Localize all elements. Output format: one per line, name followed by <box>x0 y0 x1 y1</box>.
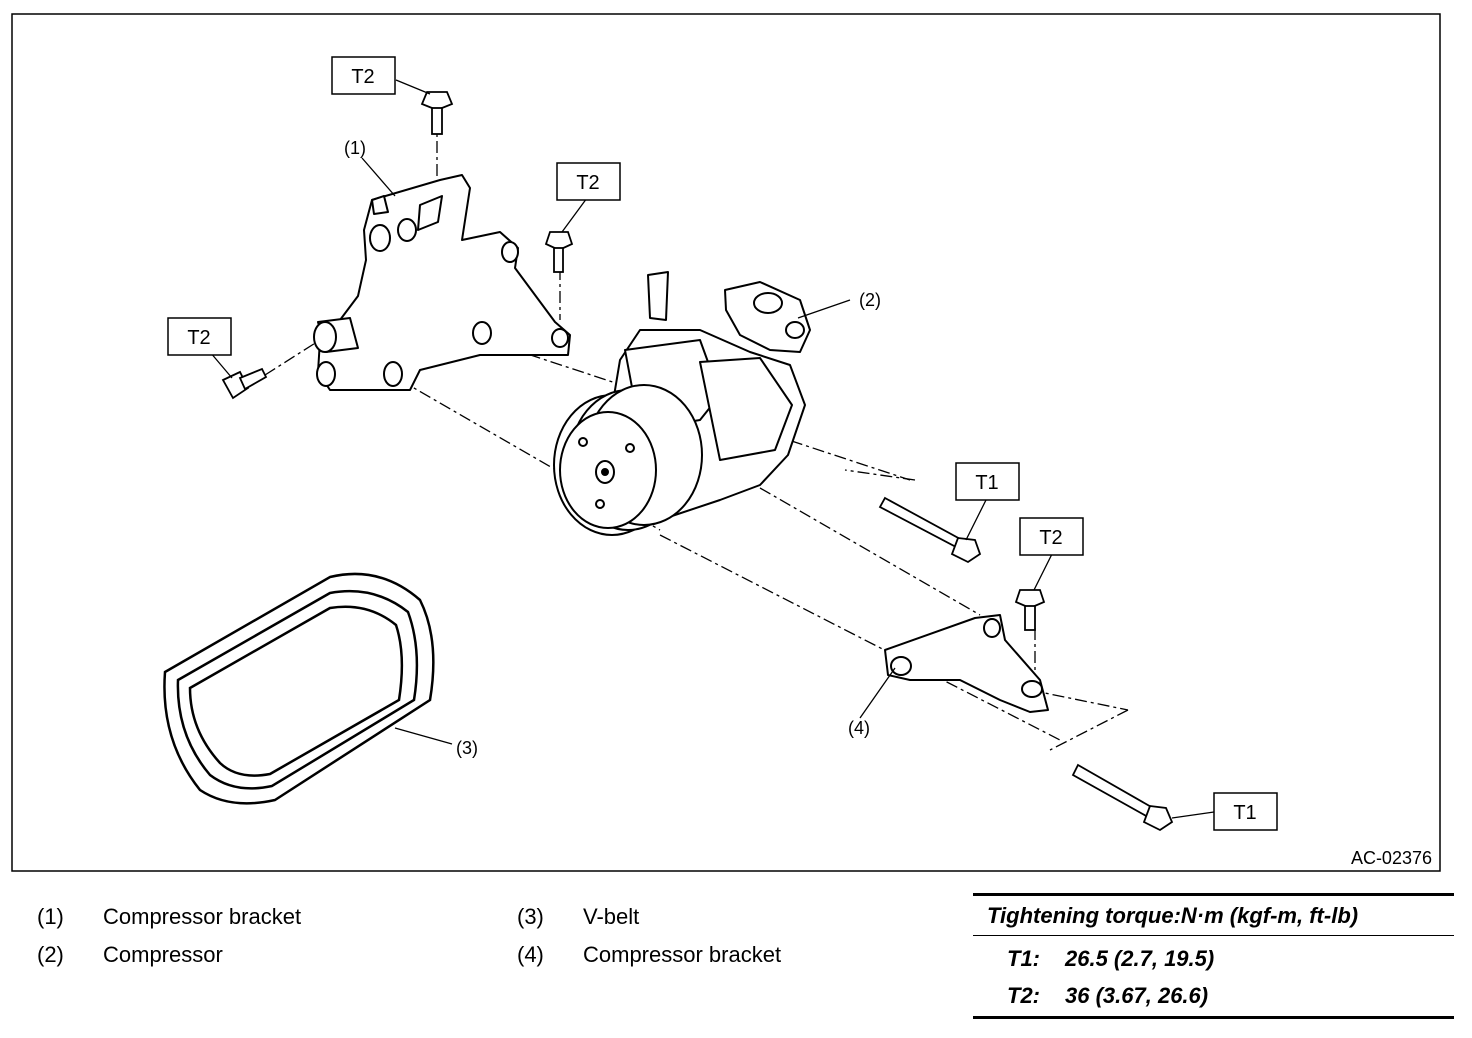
legend-right: (3) V-belt (4) Compressor bracket <box>517 898 781 974</box>
legend-label: V-belt <box>583 904 640 929</box>
legend-item: (1) Compressor bracket <box>37 898 301 936</box>
leader-lines <box>209 79 1215 819</box>
torque-row-t1: T1: 26.5 (2.7, 19.5) <box>973 936 1454 977</box>
legend-label: Compressor <box>103 942 223 967</box>
legend-item: (3) V-belt <box>517 898 781 936</box>
legend-label: Compressor bracket <box>583 942 782 967</box>
callout-1: (1) <box>344 138 366 158</box>
torque-value: 26.5 (2.7, 19.5) <box>1065 946 1215 971</box>
exploded-diagram: T2 T2 T2 T1 T2 T1 (1) (2) (3) (4) AC-023… <box>11 13 1441 872</box>
torque-table-title: Tightening torque:N·m (kgf-m, ft-lb) <box>973 896 1454 936</box>
torque-table: Tightening torque:N·m (kgf-m, ft-lb) T1:… <box>973 893 1454 1019</box>
torque-tag-t2-top: T2 <box>351 66 374 88</box>
figure-id-code: AC-02376 <box>1351 848 1432 868</box>
bolt-drawings <box>221 91 1174 832</box>
callout-2: (2) <box>859 290 881 310</box>
legend-label: Compressor bracket <box>103 904 302 929</box>
torque-code: T2: <box>1007 983 1040 1008</box>
compressor-2-drawing <box>553 271 811 536</box>
legend-item: (4) Compressor bracket <box>517 936 781 974</box>
legend-num: (2) <box>37 942 64 967</box>
torque-tag-t2-left: T2 <box>187 327 210 349</box>
legend-left: (1) Compressor bracket (2) Compressor <box>37 898 301 974</box>
torque-row-t2: T2: 36 (3.67, 26.6) <box>973 977 1454 1016</box>
diagram-frame <box>11 13 1441 872</box>
legend-num: (3) <box>517 904 544 929</box>
torque-code: T1: <box>1007 946 1040 971</box>
torque-tag-t1-bottom: T1 <box>1233 802 1256 824</box>
torque-tag-t2-mid: T2 <box>576 172 599 194</box>
torque-tag-t2-right: T2 <box>1039 527 1062 549</box>
torque-tag-t1-right-mid: T1 <box>975 472 998 494</box>
torque-tag-boxes <box>167 56 1278 831</box>
legend-num: (1) <box>37 904 64 929</box>
legend-item: (2) Compressor <box>37 936 301 974</box>
callout-3: (3) <box>456 738 478 758</box>
compressor-bracket-1-drawing <box>313 174 571 391</box>
compressor-bracket-4-drawing <box>884 614 1049 713</box>
torque-value: 36 (3.67, 26.6) <box>1065 983 1209 1008</box>
vbelt-3-drawing <box>163 572 435 805</box>
legend-num: (4) <box>517 942 544 967</box>
callout-4: (4) <box>848 718 870 738</box>
